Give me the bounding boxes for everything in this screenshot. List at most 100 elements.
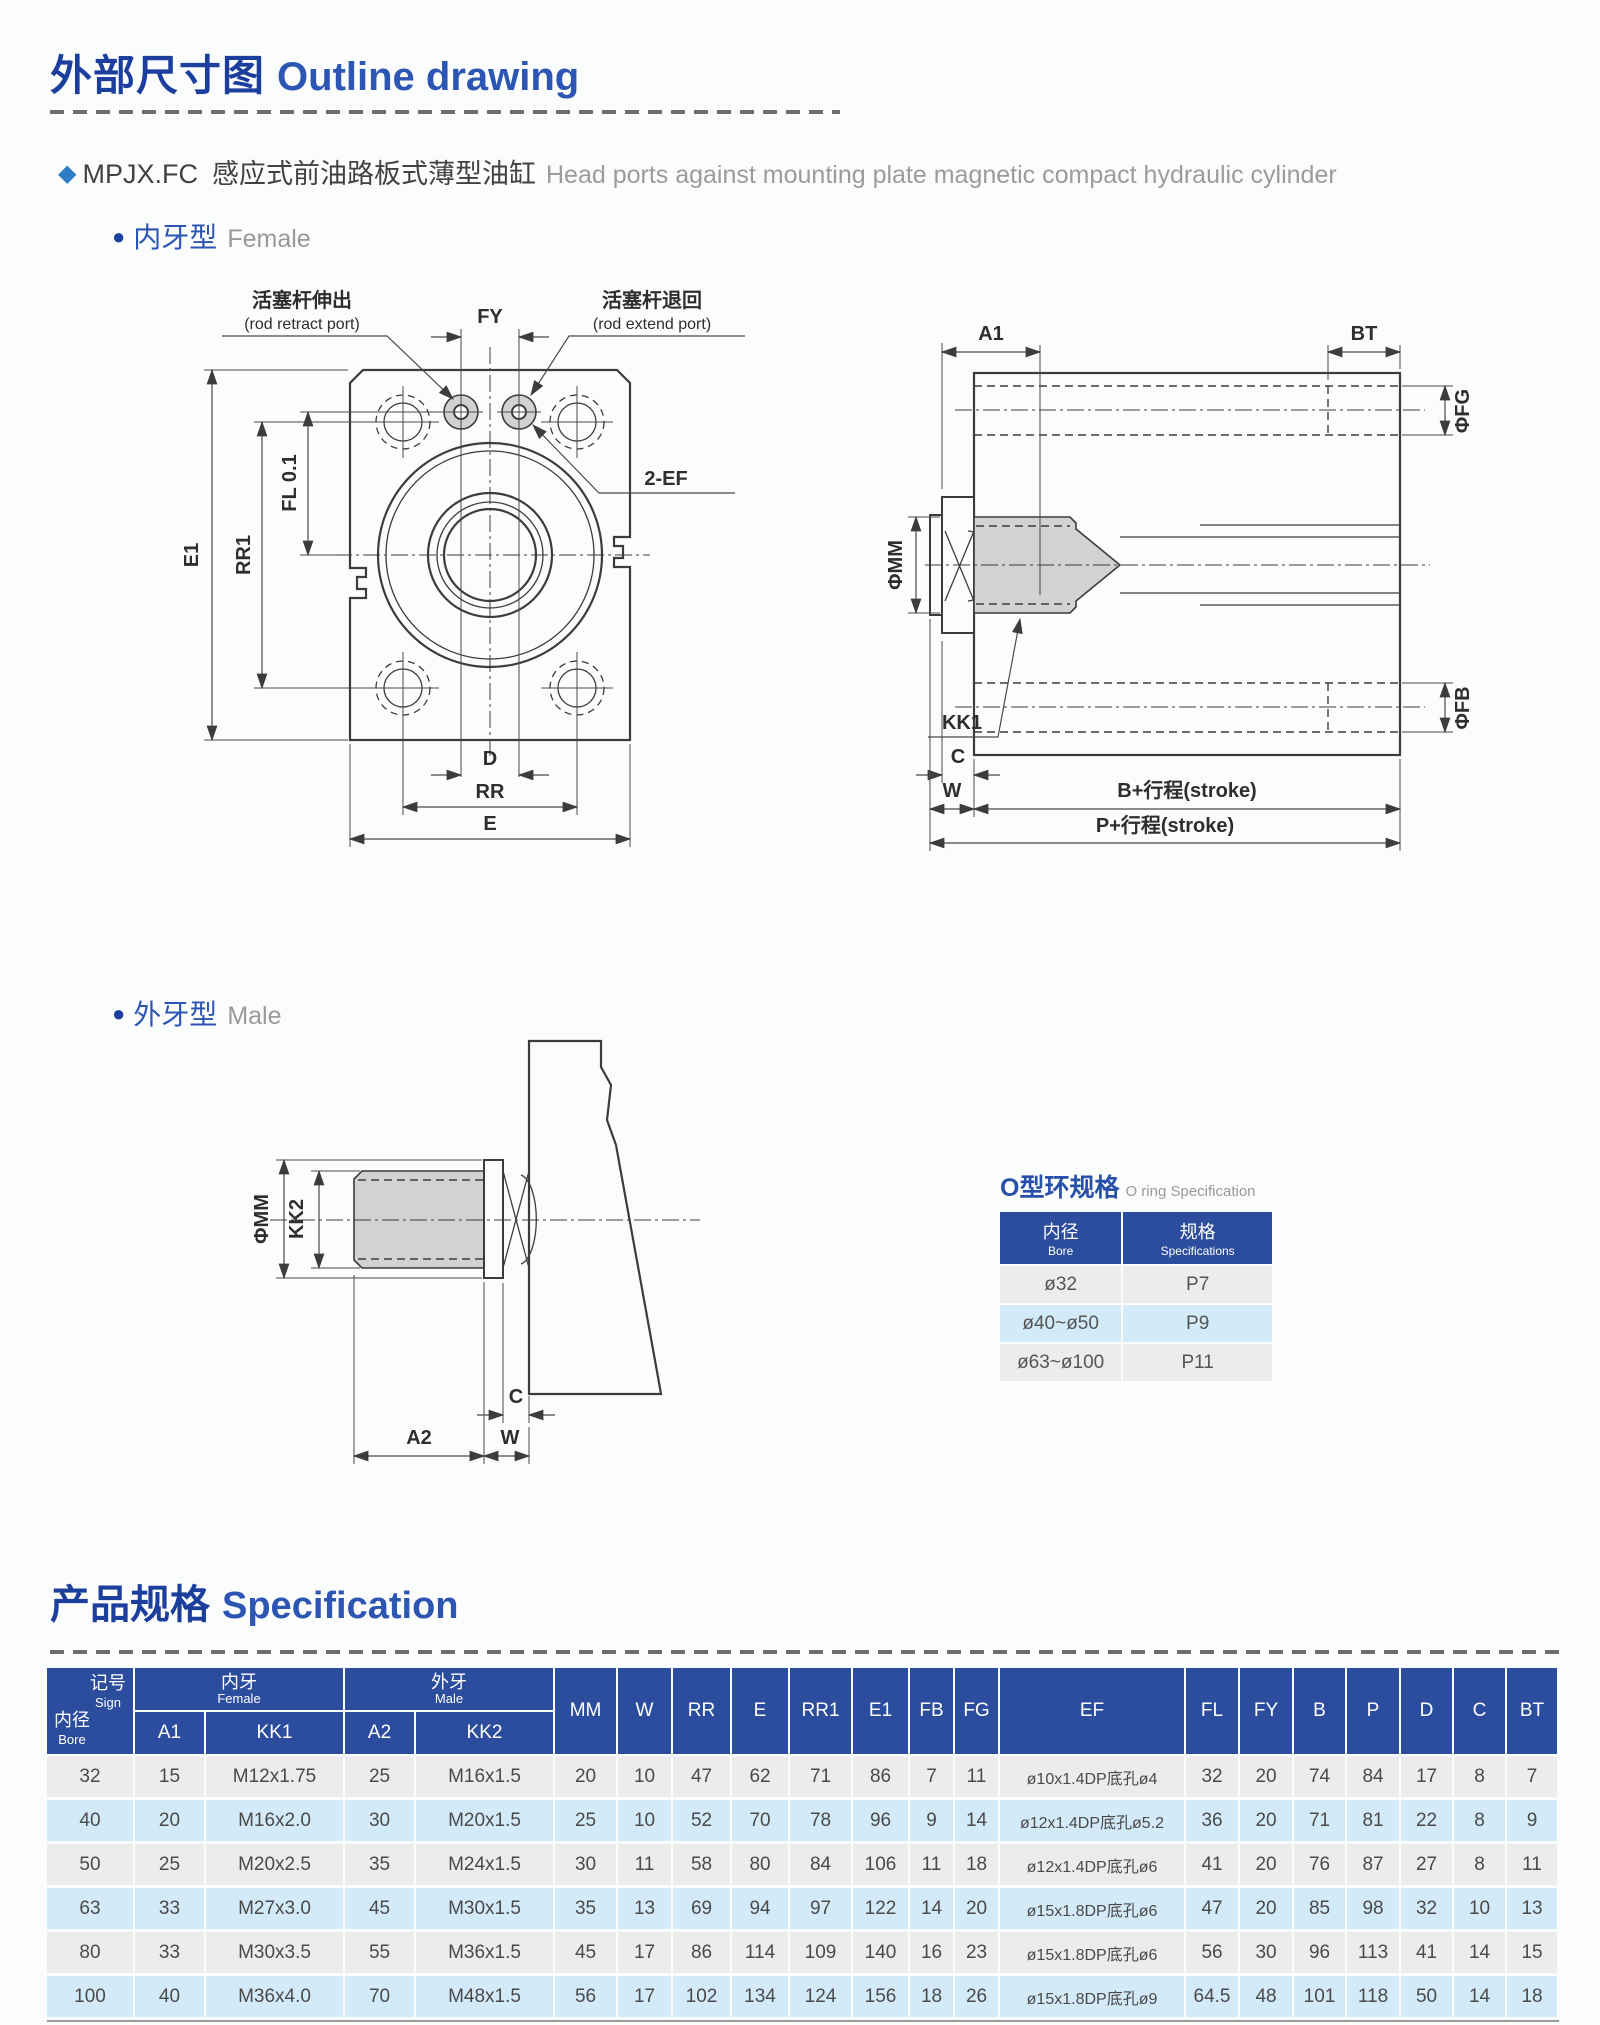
spec-cell: 10 (618, 1800, 674, 1844)
oring-cell: P11 (1123, 1342, 1274, 1381)
spec-cell: M30x1.5 (416, 1888, 556, 1932)
male-label-zh: 外牙型 (133, 999, 218, 1030)
oring-cell: P9 (1123, 1303, 1274, 1342)
page-title-zh: 外部尺寸图 (50, 52, 266, 99)
dim-fl: FL 0.1 (279, 410, 444, 557)
dim-a1: A1 (940, 323, 1042, 595)
rod-retract-label: 活塞杆伸出 (rod retract port) (222, 288, 454, 400)
spec-cell: 41 (1401, 1932, 1455, 1976)
spec-cell: ø10x1.4DP底孔ø4 (1000, 1756, 1187, 1800)
product-model: MPJX.FC (82, 159, 198, 189)
spec-cell: 35 (555, 1888, 619, 1932)
spec-cell: 98 (1347, 1888, 1402, 1932)
bullet-icon: ● (112, 1001, 126, 1026)
diamond-icon: ◆ (58, 160, 77, 187)
spec-cell: 64.5 (1186, 1976, 1241, 2020)
svg-text:ΦFG: ΦFG (1452, 389, 1474, 433)
spec-cell: 63 (47, 1888, 135, 1932)
svg-text:活塞杆退回: 活塞杆退回 (602, 288, 702, 312)
port-channel-top (955, 385, 1425, 436)
svg-text:BT: BT (1351, 323, 1378, 345)
spec-cell: 87 (1347, 1844, 1402, 1888)
spec-cell: 11 (955, 1756, 1001, 1800)
svg-text:E1: E1 (181, 543, 203, 567)
oring-cell: ø40~ø50 (1000, 1303, 1124, 1342)
dim-p: P+行程(stroke) (928, 813, 1402, 849)
spec-cell: 32 (1186, 1756, 1241, 1800)
spec-cell: 76 (1294, 1844, 1348, 1888)
spec-cell: 8 (1454, 1756, 1508, 1800)
svg-text:E: E (483, 813, 496, 835)
oring-cell: P7 (1123, 1264, 1274, 1303)
spec-cell: 8 (1454, 1844, 1508, 1888)
spec-cell: 10 (618, 1756, 674, 1800)
spec-cell: 47 (1186, 1888, 1241, 1932)
spec-cell: M48x1.5 (416, 1976, 556, 2020)
spec-cell: 7 (910, 1756, 956, 1800)
dim-e: E (348, 744, 632, 847)
spec-cell: 13 (618, 1888, 674, 1932)
spec-cell: 35 (345, 1844, 417, 1888)
spec-cell: 33 (135, 1932, 206, 1976)
male-body (527, 1039, 663, 1396)
spec-cell: ø12x1.4DP底孔ø5.2 (1000, 1800, 1187, 1844)
spec-cell: 30 (555, 1844, 619, 1888)
spec-cell: 14 (955, 1800, 1001, 1844)
dim-rr1: RR1 (233, 420, 398, 690)
front-view-drawing: E1 RR1 FL 0.1 FY 活塞杆伸出 (rod retract port… (181, 288, 745, 847)
spec-cell: 10 (1454, 1888, 1508, 1932)
spec-cell: 18 (910, 1976, 956, 2020)
spec-cell: 70 (345, 1976, 417, 2020)
page-title-en: Outline drawing (277, 55, 580, 99)
dim-c: C (916, 641, 1000, 783)
dim-kk2: KK2 (286, 1169, 360, 1270)
svg-text:A1: A1 (978, 323, 1004, 345)
spec-cell: 45 (345, 1888, 417, 1932)
spec-cell: 9 (910, 1800, 956, 1844)
spec-cell: 113 (1347, 1932, 1402, 1976)
header-col-kk1: KK1 (206, 1712, 346, 1756)
plate-outline (348, 368, 632, 742)
spec-cell: 20 (1240, 1756, 1295, 1800)
spec-cell: 62 (732, 1756, 791, 1800)
spec-cell: 26 (955, 1976, 1001, 2020)
spec-cell: 56 (1186, 1932, 1241, 1976)
spec-cell: 78 (790, 1800, 854, 1844)
spec-cell: 9 (1507, 1800, 1560, 1844)
spec-cell: 23 (955, 1932, 1001, 1976)
spec-cell: 41 (1186, 1844, 1241, 1888)
svg-text:B+行程(stroke): B+行程(stroke) (1117, 778, 1256, 802)
svg-text:FY: FY (477, 306, 503, 328)
spec-cell: 84 (790, 1844, 854, 1888)
spec-cell: 109 (790, 1932, 854, 1976)
spec-cell: 96 (1294, 1932, 1348, 1976)
spec-cell: 156 (853, 1976, 911, 2020)
svg-text:D: D (483, 748, 497, 770)
svg-text:C: C (509, 1386, 523, 1408)
header-col-fl: FL (1186, 1668, 1241, 1756)
spec-cell: 33 (135, 1888, 206, 1932)
spec-cell: 45 (555, 1932, 619, 1976)
spec-cell: 20 (955, 1888, 1001, 1932)
spec-cell: 52 (673, 1800, 733, 1844)
svg-text:(rod retract port): (rod retract port) (244, 316, 360, 333)
spec-cell: M30x3.5 (206, 1932, 346, 1976)
spec-cell: 55 (345, 1932, 417, 1976)
header-col-ef: EF (1000, 1668, 1187, 1756)
spec-cell: 11 (910, 1844, 956, 1888)
spec-cell: M20x2.5 (206, 1844, 346, 1888)
spec-cell: 11 (618, 1844, 674, 1888)
spec-cell: 118 (1347, 1976, 1402, 2020)
spec-cell: 50 (47, 1844, 135, 1888)
header-col-e1: E1 (853, 1668, 911, 1756)
spec-cell: 48 (1240, 1976, 1295, 2020)
svg-text:(rod extend port): (rod extend port) (593, 316, 711, 333)
svg-text:A2: A2 (406, 1427, 432, 1449)
header-col-fy: FY (1240, 1668, 1295, 1756)
